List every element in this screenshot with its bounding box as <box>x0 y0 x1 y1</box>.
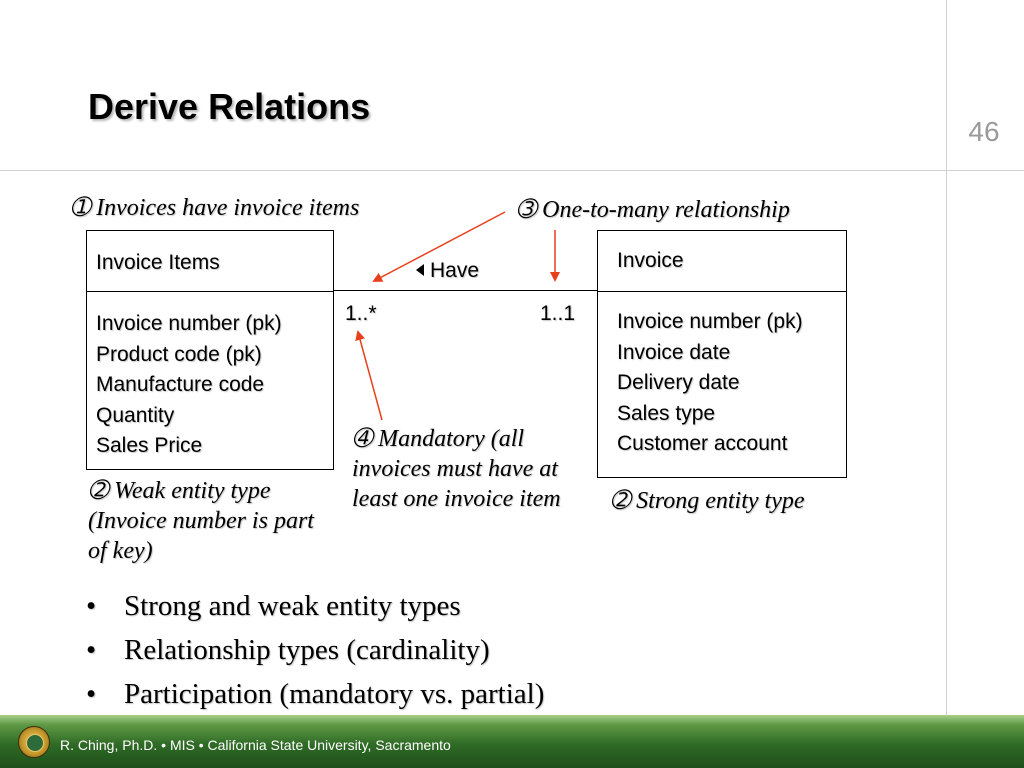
entity-invoice-items: Invoice Items Invoice number (pk) Produc… <box>86 230 334 470</box>
arrow-to-left-cardinality <box>372 211 506 282</box>
bullet-dot-icon: • <box>86 678 97 710</box>
footer-bar <box>0 715 1024 768</box>
entity-invoice-items-name: Invoice Items <box>96 251 220 274</box>
attribute-item: Customer account <box>617 432 788 455</box>
attribute-item: Invoice number (pk) <box>617 310 803 333</box>
relationship-label: Have <box>416 259 479 283</box>
bullet-text: Participation (mandatory vs. partial) <box>124 678 545 710</box>
bullet-item: • Strong and weak entity types <box>86 586 544 630</box>
attribute-item: Sales type <box>617 401 716 425</box>
entity-invoice-name: Invoice <box>617 249 684 272</box>
bullet-list: • Strong and weak entity types • Relations… <box>86 586 544 718</box>
entity-invoice: Invoice Invoice number (pk) Invoice date… <box>597 230 847 478</box>
bullet-dot-icon: • <box>86 634 97 666</box>
entity-invoice-items-divider <box>87 291 333 292</box>
vertical-divider-line <box>946 0 947 768</box>
slide-title: Derive Relations <box>88 86 371 127</box>
relationship-name: Have <box>430 259 480 282</box>
entity-invoice-attributes: Invoice number (pk) Invoice date Deliver… <box>617 307 803 460</box>
annotation-weak-entity: ➁ Weak entity type (Invoice number is pa… <box>88 478 314 564</box>
triangle-left-icon <box>416 264 424 276</box>
cardinality-left: 1..* <box>345 302 377 325</box>
bullet-item: • Participation (mandatory vs. partial) <box>86 674 544 718</box>
attribute-item: Invoice number (pk) <box>96 312 282 335</box>
entity-invoice-items-attributes: Invoice number (pk) Product code (pk) Ma… <box>96 309 282 462</box>
relationship-line <box>333 290 597 291</box>
attribute-item: Delivery date <box>617 371 740 394</box>
entity-invoice-divider <box>598 291 846 292</box>
attribute-item: Manufacture code <box>96 373 265 396</box>
cardinality-right: 1..1 <box>540 302 576 325</box>
slide-number: 46 <box>968 116 1000 147</box>
arrow-mandatory <box>355 330 383 421</box>
attribute-item: Quantity <box>96 403 175 427</box>
footer-text: R. Ching, Ph.D. • MIS • California State… <box>60 737 451 753</box>
attribute-item: Invoice date <box>617 340 731 364</box>
annotation-one-to-many: ➂ One-to-many relationship <box>516 197 790 223</box>
bullet-text: Strong and weak entity types <box>124 590 461 622</box>
annotation-invoices-have-items: ➀ Invoices have invoice items <box>70 195 360 221</box>
university-seal-icon <box>18 726 50 758</box>
annotation-mandatory: ➃ Mandatory (all invoices must have at l… <box>352 426 561 512</box>
attribute-item: Sales Price <box>96 434 203 457</box>
bullet-dot-icon: • <box>86 590 97 622</box>
bullet-item: • Relationship types (cardinality) <box>86 630 544 674</box>
attribute-item: Product code (pk) <box>96 342 262 366</box>
annotation-strong-entity: ➁ Strong entity type <box>610 488 805 514</box>
horizontal-divider-line <box>0 170 1024 171</box>
bullet-text: Relationship types (cardinality) <box>124 634 490 666</box>
